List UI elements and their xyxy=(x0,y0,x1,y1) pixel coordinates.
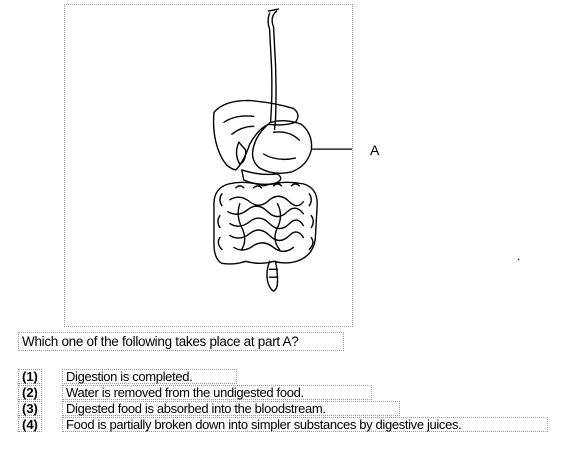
option-4[interactable]: (4) Food is partially broken down into s… xyxy=(18,417,548,432)
stray-mark: . xyxy=(517,249,521,263)
option-text: Water is removed from the undigested foo… xyxy=(62,385,372,400)
option-text: Digested food is absorbed into the blood… xyxy=(62,401,400,416)
option-text: Digestion is completed. xyxy=(62,369,237,384)
large-intestine-shape xyxy=(213,181,318,265)
label-a: A xyxy=(370,142,380,158)
question-text: Which one of the following takes place a… xyxy=(18,332,344,351)
stomach-shape xyxy=(251,120,313,174)
option-number: (1) xyxy=(18,369,42,384)
option-2[interactable]: (2) Water is removed from the undigested… xyxy=(18,385,548,400)
option-text: Food is partially broken down into simpl… xyxy=(62,417,548,432)
option-number: (2) xyxy=(18,385,42,400)
digestive-system-diagram xyxy=(64,4,353,327)
gall-bladder-shape xyxy=(235,141,247,165)
small-intestine-shape xyxy=(227,195,305,253)
digestive-system-illustration xyxy=(212,8,352,292)
gullet-shape xyxy=(271,10,278,130)
option-number: (4) xyxy=(18,417,42,432)
option-3[interactable]: (3) Digested food is absorbed into the b… xyxy=(18,401,548,416)
rectum-shape xyxy=(266,260,279,292)
option-number: (3) xyxy=(18,401,42,416)
option-1[interactable]: (1) Digestion is completed. xyxy=(18,369,548,384)
